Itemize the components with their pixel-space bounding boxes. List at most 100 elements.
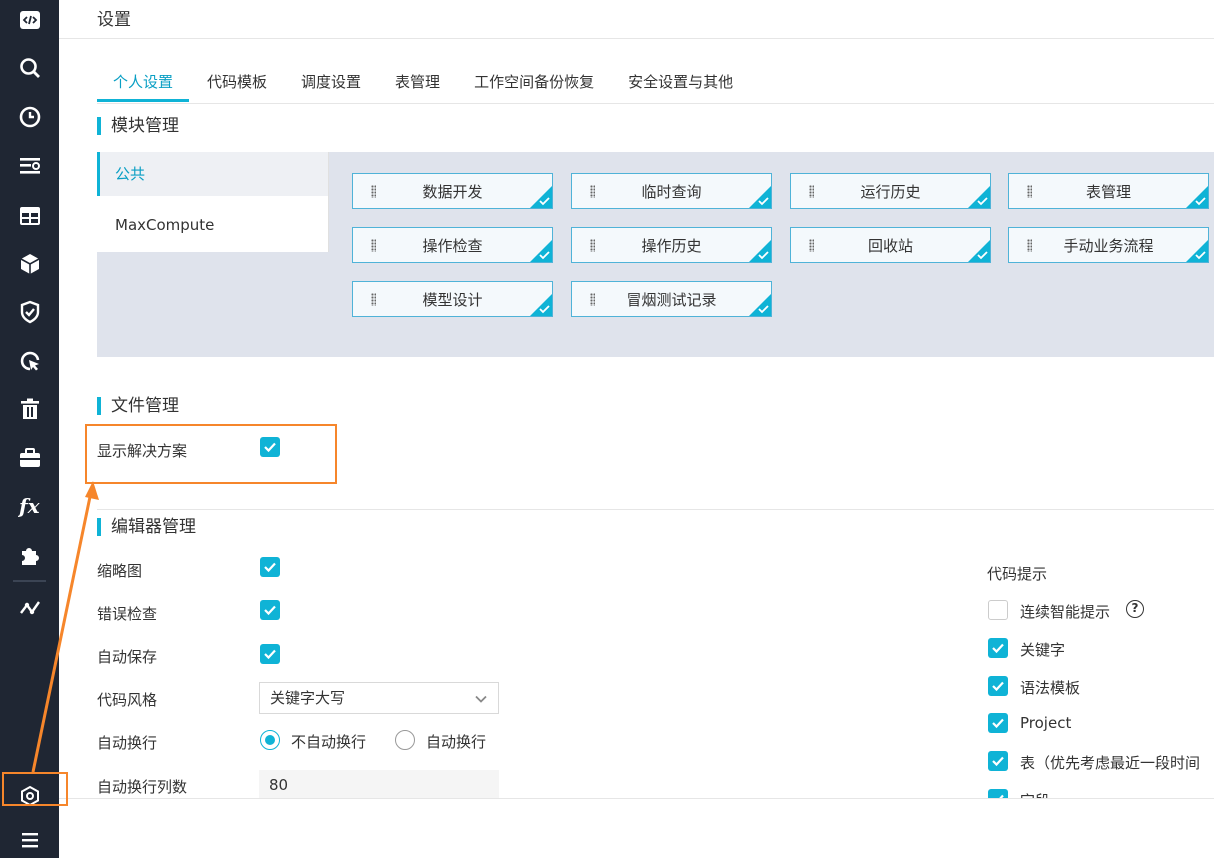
briefcase-icon[interactable] [0,438,59,478]
svg-text:fx: fx [18,494,41,518]
help-icon[interactable]: ? [1126,600,1144,618]
show-solution-checkbox[interactable] [260,437,280,457]
check-corner-icon [530,186,552,208]
list-icon[interactable] [0,146,59,186]
module-label: 表管理 [1085,182,1131,201]
code-icon[interactable] [0,0,59,40]
module-label: 回收站 [867,236,913,255]
code-hint-title: 代码提示 [987,565,1048,583]
keyword-hint-label: 关键字 [1020,641,1066,659]
tab-schedule-settings[interactable]: 调度设置 [301,73,362,91]
check-icon [264,442,276,453]
settings-main: 设置 个人设置 代码模板 调度设置 表管理 工作空间备份恢复 安全设置与其他 模… [59,0,1214,858]
module-label: 临时查询 [641,182,702,201]
drag-handle-icon[interactable] [371,239,376,252]
module-manual-workflow[interactable]: 手动业务流程 [1008,227,1209,263]
search-icon[interactable] [0,48,59,88]
tab-code-template[interactable]: 代码模板 [207,73,268,91]
check-corner-icon [749,186,771,208]
drag-handle-icon[interactable] [590,293,595,306]
check-corner-icon [749,294,771,316]
editor-section-title: 编辑器管理 [97,517,196,537]
highlight-box-show-solution [85,424,337,484]
check-corner-icon [530,240,552,262]
module-categories: 公共 MaxCompute [97,152,329,252]
sidebar-divider [13,580,46,582]
menu-icon[interactable] [0,820,59,860]
check-icon [992,681,1004,692]
tab-security-other[interactable]: 安全设置与其他 [628,73,734,91]
check-icon [992,718,1004,729]
check-icon [992,756,1004,767]
wrap-label: 自动换行 [97,734,158,752]
shield-icon[interactable] [0,292,59,332]
no-wrap-radio[interactable] [260,730,280,750]
module-label: 操作历史 [641,236,702,255]
check-corner-icon [1186,240,1208,262]
autosave-checkbox[interactable] [260,644,280,664]
module-temp-query[interactable]: 临时查询 [571,173,772,209]
code-style-select[interactable]: 关键字大写 [259,682,499,714]
table-hint-checkbox[interactable] [988,751,1008,771]
wrap-columns-input[interactable]: 80 [259,770,499,800]
check-icon [264,562,276,573]
drag-handle-icon[interactable] [1027,239,1032,252]
module-data-dev[interactable]: 数据开发 [352,173,553,209]
check-icon [264,649,276,660]
cursor-icon[interactable] [0,341,59,381]
project-hint-checkbox[interactable] [988,713,1008,733]
table-icon[interactable] [0,196,59,236]
trash-icon[interactable] [0,389,59,429]
category-public[interactable]: 公共 [97,152,328,196]
module-operation-check[interactable]: 操作检查 [352,227,553,263]
function-icon[interactable]: fx [0,486,59,526]
thumbnail-checkbox[interactable] [260,557,280,577]
module-run-history[interactable]: 运行历史 [790,173,991,209]
module-panel: 公共 MaxCompute 数据开发 临时查询 运行历史 表管理 操作检查 操作… [97,152,1214,357]
wrap-option-label: 自动换行 [426,733,487,751]
module-operation-history[interactable]: 操作历史 [571,227,772,263]
wrap-radio[interactable] [395,730,415,750]
drag-handle-icon[interactable] [371,185,376,198]
tab-table-management[interactable]: 表管理 [395,73,441,91]
page-title: 设置 [97,10,131,30]
drag-handle-icon[interactable] [809,185,814,198]
highlight-box-settings [2,772,68,806]
continuous-hint-checkbox[interactable] [988,600,1008,620]
tab-workspace-backup[interactable]: 工作空间备份恢复 [474,73,595,91]
module-smoke-test[interactable]: 冒烟测试记录 [571,281,772,317]
module-section-title: 模块管理 [97,116,179,136]
drag-handle-icon[interactable] [590,185,595,198]
error-check-label: 错误检查 [97,605,158,623]
drag-handle-icon[interactable] [371,293,376,306]
check-icon [992,643,1004,654]
check-corner-icon [530,294,552,316]
bottom-bar [59,799,1214,858]
module-label: 运行历史 [860,182,921,201]
keyword-hint-checkbox[interactable] [988,638,1008,658]
thumbnail-label: 缩略图 [97,562,143,580]
check-corner-icon [968,186,990,208]
module-recycle-bin[interactable]: 回收站 [790,227,991,263]
category-maxcompute[interactable]: MaxCompute [115,216,215,234]
clock-icon[interactable] [0,97,59,137]
autosave-label: 自动保存 [97,648,158,666]
module-model-design[interactable]: 模型设计 [352,281,553,317]
code-style-label: 代码风格 [97,691,158,709]
sidebar: fx [0,0,59,858]
syntax-template-checkbox[interactable] [988,676,1008,696]
tab-personal-settings[interactable]: 个人设置 [97,70,190,102]
module-table-management[interactable]: 表管理 [1008,173,1209,209]
drag-handle-icon[interactable] [1027,185,1032,198]
tabs-divider [97,103,1214,104]
graph-icon[interactable] [0,588,59,628]
continuous-hint-label: 连续智能提示 [1020,603,1111,621]
section-divider [97,509,1214,510]
cube-icon[interactable] [0,244,59,284]
table-hint-label: 表（优先考虑最近一段时间 [1020,754,1201,772]
drag-handle-icon[interactable] [809,239,814,252]
error-check-checkbox[interactable] [260,600,280,620]
puzzle-icon[interactable] [0,535,59,575]
drag-handle-icon[interactable] [590,239,595,252]
check-icon [264,605,276,616]
